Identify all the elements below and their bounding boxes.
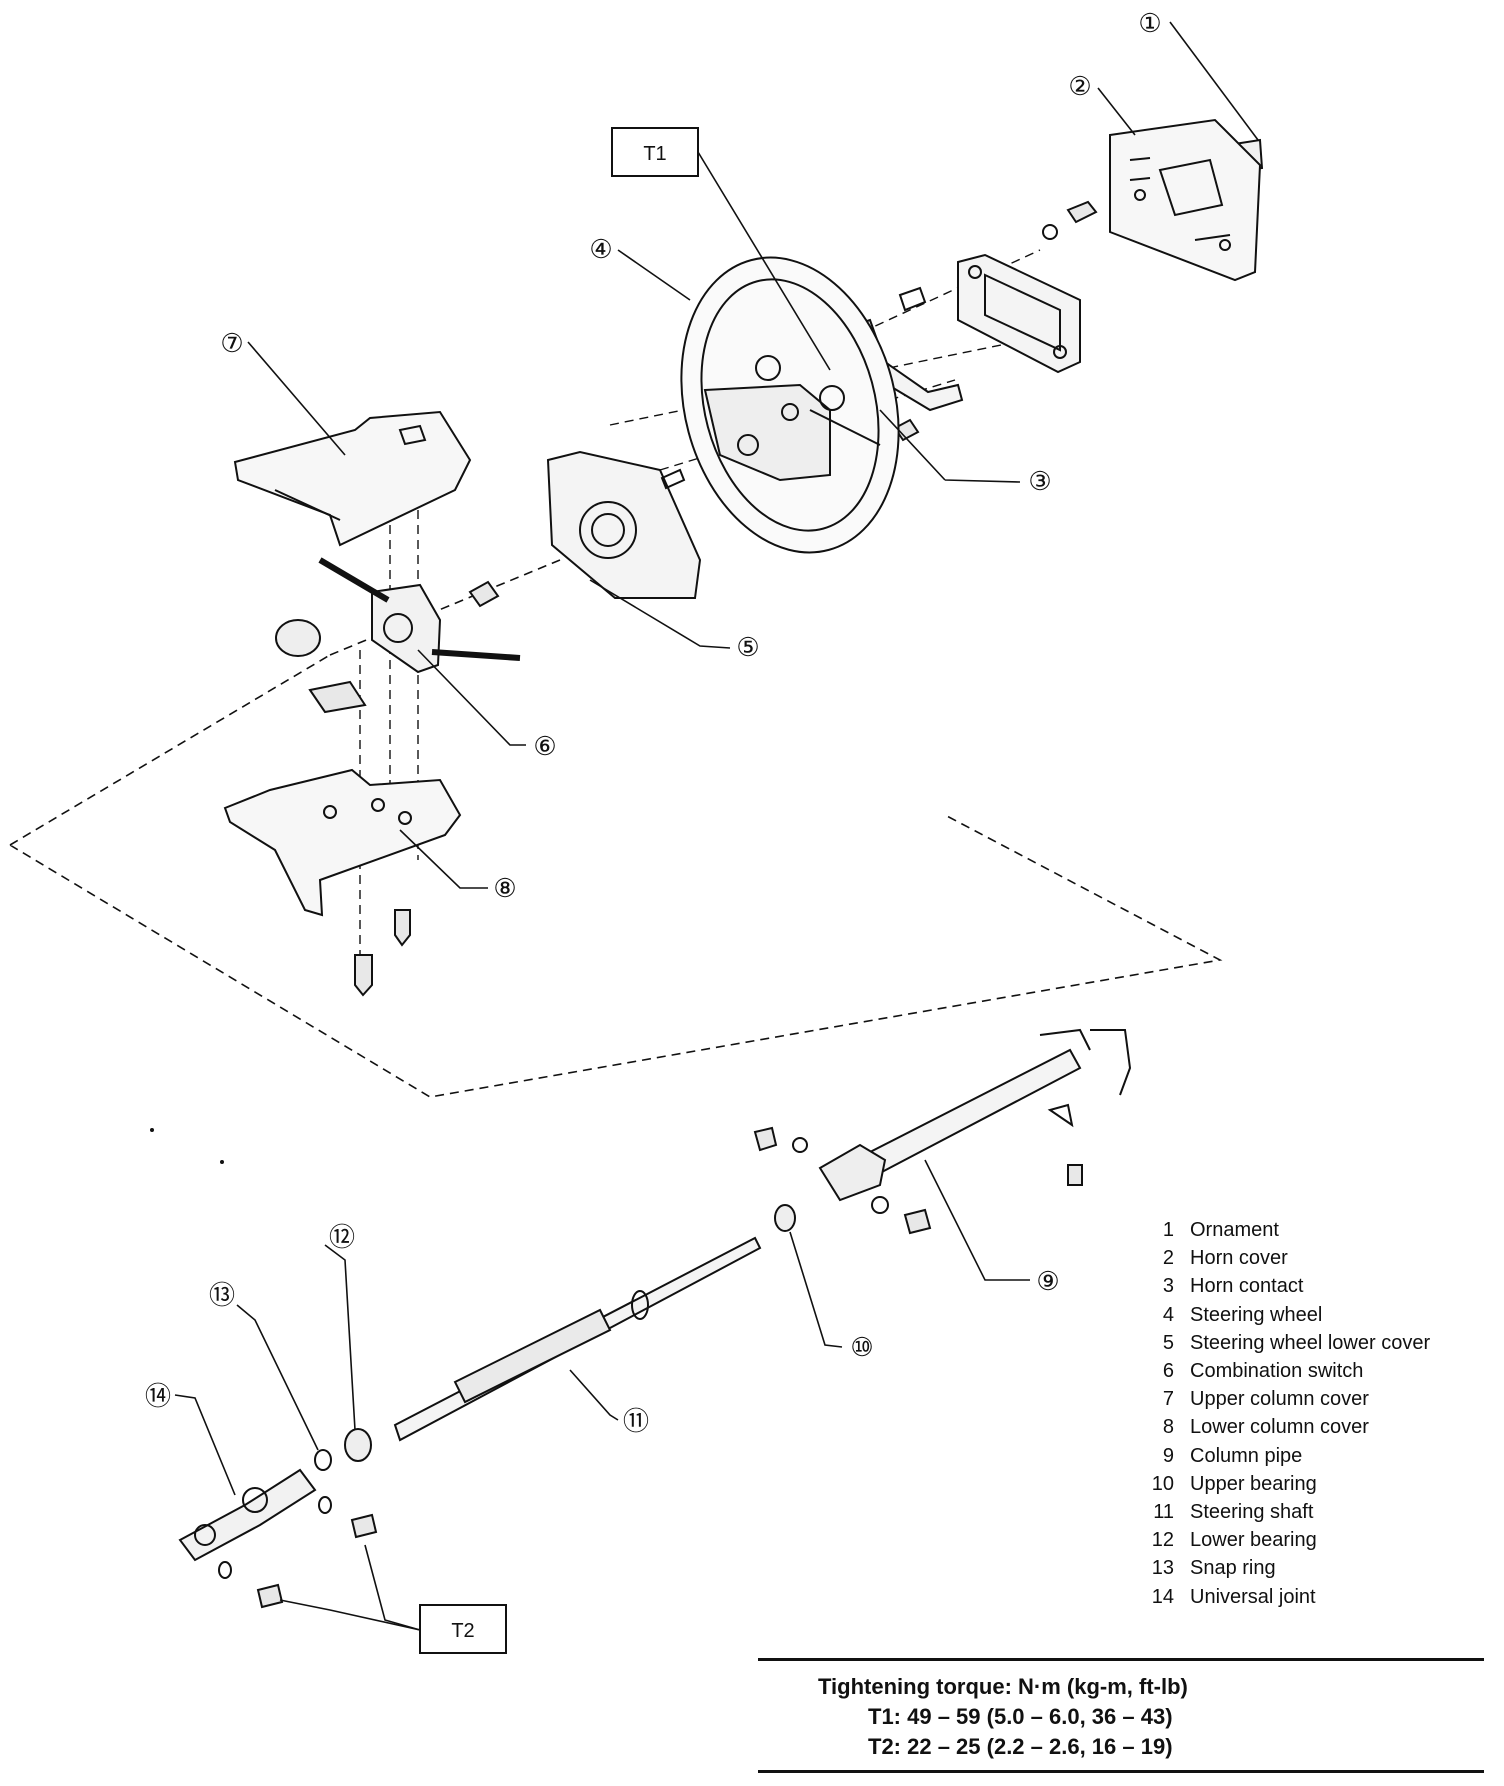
legend-item: 11 Steering shaft [1130,1498,1500,1526]
horn-cover-part [1109,118,1262,282]
lower-cover-screws [354,909,411,997]
legend-item: 13 Snap ring [1130,1554,1500,1582]
universal-joint-part [178,1468,378,1609]
legend-number: 7 [1162,1388,1174,1411]
legend-label: Steering wheel [1190,1303,1323,1326]
legend-label: Lower column cover [1190,1416,1369,1439]
callout-5: ⑤ [736,632,759,662]
steering-wheel-lower-cover-part [546,450,702,599]
legend-label: Ornament [1190,1219,1279,1241]
callout-11: ⑪ [623,1406,649,1436]
legend-item: 1 Ornament [1130,1216,1500,1244]
legend-label: Lower bearing [1190,1529,1317,1552]
legend-item: 14 Universal joint [1130,1583,1500,1611]
legend-number: 8 [1162,1416,1174,1439]
legend-item: 10 Upper bearing [1130,1470,1500,1498]
callout-7: ⑦ [220,328,243,358]
legend-label: Horn cover [1190,1247,1288,1270]
legend-number: 10 [1151,1472,1174,1495]
assembly-dashed-outline [9,559,1223,1098]
torque-heading: Tightening torque: N·m (kg-m, ft-lb) [818,1674,1188,1699]
stray-dot [220,1160,224,1164]
steering-wheel-part [680,256,900,554]
legend-label: Universal joint [1190,1585,1316,1608]
callout-9: ⑨ [1036,1266,1059,1296]
small-pin [660,468,686,490]
legend-number: 6 [1162,1360,1174,1383]
legend-number: 5 [1162,1331,1174,1354]
legend-item: 2 Horn cover [1130,1244,1500,1272]
legend-label: Combination switch [1190,1360,1364,1383]
column-pipe-part [753,1028,1132,1235]
leader-lines [174,21,1259,1631]
legend-label: Column pipe [1190,1444,1303,1467]
callout-4: ④ [589,234,612,264]
stray-dot [150,1128,154,1132]
horn-cover-bolt [1042,200,1098,240]
torque-bottom-rule [758,1770,1484,1773]
torque-t2-spec: T2: 22 – 25 (2.2 – 2.6, 16 – 19) [868,1734,1173,1759]
legend-label: Upper bearing [1190,1472,1317,1495]
legend-number: 4 [1162,1303,1174,1326]
legend-number: 9 [1162,1444,1174,1467]
callout-6: ⑥ [533,731,556,761]
callout-3: ③ [1028,466,1051,496]
torque-t1-spec: T1: 49 – 59 (5.0 – 6.0, 36 – 43) [868,1704,1173,1729]
legend-label: Steering wheel lower cover [1190,1331,1431,1354]
steering-shaft-part [393,1236,762,1442]
legend-item: 5 Steering wheel lower cover [1130,1329,1500,1357]
t1-tag: T1 [643,143,666,165]
legend-item: 8 Lower column cover [1130,1413,1500,1441]
legend-number: 11 [1153,1501,1174,1524]
legend-label: Upper column cover [1190,1388,1369,1411]
t2-tag: T2 [451,1620,474,1642]
legend-number: 3 [1162,1275,1174,1298]
callout-8: ⑧ [493,873,516,903]
legend-item: 6 Combination switch [1130,1357,1500,1385]
legend-label: Steering shaft [1190,1501,1314,1524]
legend-number: 2 [1162,1247,1174,1270]
callout-10: ⑩ [850,1332,873,1362]
legend-number: 14 [1151,1585,1174,1608]
legend-label: Snap ring [1190,1557,1276,1580]
horn-frame-part [957,253,1081,374]
legend-number: 12 [1151,1529,1174,1552]
upper-column-cover-part [233,410,472,547]
callout-14: ⑭ [145,1381,171,1411]
t1-box [611,127,699,177]
torque-spec-box: Tightening torque: N·m (kg-m, ft-lb) T1:… [758,1658,1484,1786]
lower-bearing-part [344,1428,372,1462]
t2-box [419,1604,507,1654]
combination-switch-part [275,557,521,714]
legend-item: 12 Lower bearing [1130,1526,1500,1554]
callout-13: ⑬ [209,1280,235,1310]
legend-item: 7 Upper column cover [1130,1385,1500,1413]
upper-bearing-part [774,1204,796,1232]
legend-item: 3 Horn contact [1130,1272,1500,1300]
torque-top-rule [758,1658,1484,1661]
legend-number: 1 [1162,1219,1174,1241]
legend-number: 13 [1151,1557,1174,1580]
callout-12: ⑫ [329,1222,355,1252]
legend-item: 4 Steering wheel [1130,1301,1500,1329]
callout-2: ② [1068,71,1091,101]
legend-label: Horn contact [1190,1275,1304,1298]
lower-column-cover-part [223,768,462,917]
snap-ring-part [314,1449,332,1471]
legend-item: 9 Column pipe [1130,1442,1500,1470]
callout-1: ① [1138,8,1161,38]
